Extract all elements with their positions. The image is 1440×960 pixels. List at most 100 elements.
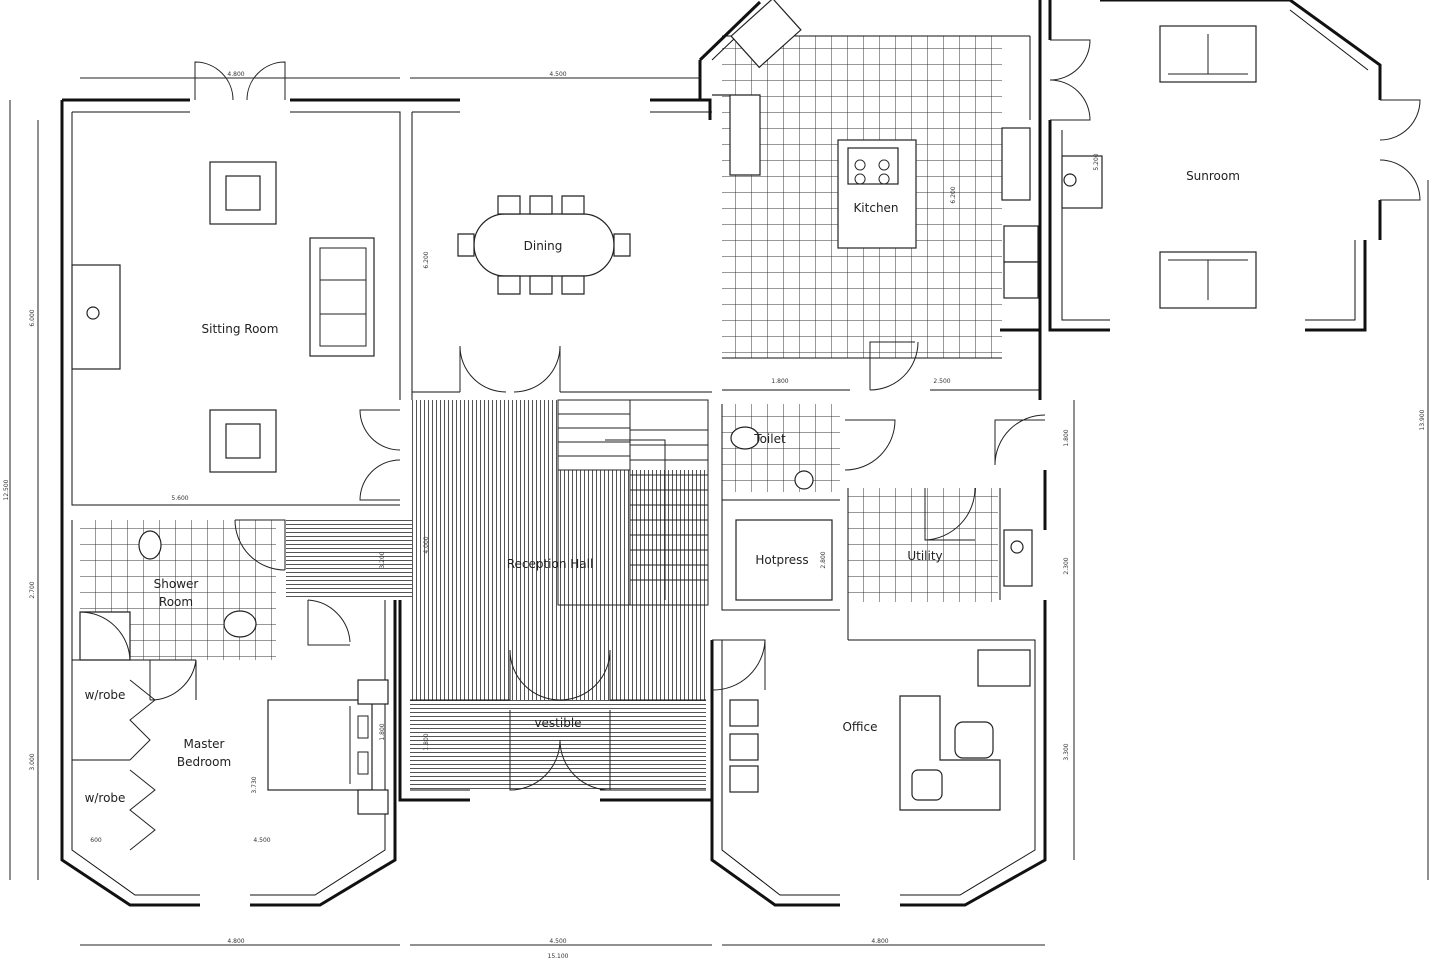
- door-vestible-inner: [509, 649, 611, 701]
- label-kitchen: Kitchen: [853, 201, 898, 215]
- dim-label-bottom-mid: 4.500: [549, 938, 566, 945]
- walls: [60, 0, 1382, 907]
- bedside-table-1: [357, 679, 389, 705]
- dim-label-bed-len: 1.800: [379, 723, 386, 740]
- door-vestible-front: [509, 710, 611, 791]
- office-chair: [954, 721, 994, 759]
- utility-sink-drain: [1010, 540, 1024, 554]
- label-shower: Shower: [154, 577, 199, 591]
- dim-label-overall-right: 13.900: [1419, 409, 1426, 430]
- door-shower: [234, 519, 286, 571]
- dim-label-toilet-h: 1.800: [1063, 429, 1070, 446]
- label-hotpress: Hotpress: [755, 553, 808, 567]
- label-sitting-room: Sitting Room: [202, 322, 279, 336]
- vestible-boards: [410, 700, 706, 792]
- wall-sitting-room-inner: [71, 111, 401, 506]
- dim-label-kitchen-height: 6.200: [950, 186, 957, 203]
- wall-dining: [400, 98, 712, 120]
- label-office: Office: [842, 720, 877, 734]
- door-dining-hall: [459, 345, 561, 393]
- office-seat-3: [729, 765, 759, 793]
- dimension-lines: [9, 77, 1429, 946]
- sofa: [309, 237, 375, 357]
- dim-label-top-dining: 4.500: [549, 71, 566, 78]
- door-rear: [994, 414, 1046, 466]
- sunroom-sofa-top-split: [1168, 34, 1248, 75]
- kitchen-appliance-2: [1003, 261, 1039, 299]
- dim-label-bottom-total: 15.100: [548, 953, 569, 960]
- door-wrobe-2: [129, 769, 156, 851]
- fireplace-grate: [86, 306, 100, 320]
- door-bedroom: [307, 599, 351, 646]
- double-bed: [267, 699, 373, 791]
- stairs-outline: [557, 399, 709, 606]
- hotpress-cupboard: [735, 519, 833, 601]
- door-sunroom: [1379, 99, 1421, 201]
- stairs-treads: [558, 400, 708, 605]
- armchair-top-seat: [225, 175, 261, 211]
- kitchen-counter-left: [712, 94, 761, 176]
- dim-label-hotpress-h: 2.800: [820, 551, 827, 568]
- dim-label-sitting-inner: 5.600: [171, 495, 188, 502]
- dim-right: [1073, 180, 1429, 880]
- armchair-bottom-seat: [225, 423, 261, 459]
- utility-sink: [1003, 529, 1033, 587]
- dim-label-bottom-left: 4.800: [227, 938, 244, 945]
- dim-label-shower-h: 2.700: [29, 581, 36, 598]
- corridor-boards: [286, 520, 412, 600]
- wall-left-wing-inner: [71, 520, 386, 896]
- label-wrobe-2: w/robe: [85, 791, 126, 805]
- label-utility: Utility: [907, 549, 942, 563]
- sunroom-sofa-bottom-split: [1168, 259, 1248, 300]
- furniture: [71, 0, 1257, 815]
- label-shower-room: Room: [159, 595, 193, 609]
- utility-tiles: [848, 488, 998, 602]
- dim-left: [9, 100, 39, 880]
- dim-label-sunroom-height: 5.200: [1093, 153, 1100, 170]
- wall-right-wing-inner: [721, 404, 1036, 896]
- label-toilet: Toilet: [753, 432, 786, 446]
- dim-label-bottom-right: 4.800: [871, 938, 888, 945]
- dim-label-dining-height: 6.200: [423, 251, 430, 268]
- wall-right-wing: [710, 330, 1047, 907]
- office-seat-2: [729, 733, 759, 761]
- door-sitting-hall: [359, 409, 401, 501]
- door-kitchen-hall: [869, 341, 919, 391]
- dim-label-bed-h: 3.730: [251, 776, 258, 793]
- dim-label-vest-h: 1.800: [423, 733, 430, 750]
- dim-label-utility-h: 2.300: [1063, 557, 1070, 574]
- wall-sitting-room: [60, 98, 400, 520]
- room-labels: Sitting Room Dining Kitchen Sunroom Toil…: [85, 169, 1240, 805]
- dim-label-robe-w: 600: [90, 837, 102, 844]
- door-master-shower: [149, 659, 197, 701]
- dimension-labels: 4.800 4.500 5.600 6.000 6.200 6.200 5.20…: [3, 71, 1426, 960]
- label-vestible: vestible: [534, 716, 581, 730]
- label-bedroom: Bedroom: [177, 755, 231, 769]
- dim-label-master-h: 3.000: [29, 753, 36, 770]
- kitchen-counter-right: [1001, 127, 1031, 201]
- kitchen-sink: [730, 0, 802, 69]
- doors: [129, 39, 1421, 851]
- staircase: [557, 399, 709, 606]
- toilet-basin: [794, 470, 814, 490]
- wall-sunroom: [1048, 0, 1382, 332]
- bed-pillows: [349, 706, 369, 784]
- wall-kitchen: [698, 0, 1042, 332]
- toilet-bowl: [730, 426, 760, 450]
- label-wrobe-1: w/robe: [85, 688, 126, 702]
- shower-screen: [79, 611, 131, 661]
- dim-label-master-w: 4.500: [253, 837, 270, 844]
- office-seat-1: [729, 699, 759, 727]
- dim-label-top-sitting: 4.800: [227, 71, 244, 78]
- dim-label-toilet-w: 1.800: [771, 378, 788, 385]
- door-wrobe-1: [129, 679, 156, 761]
- label-master: Master: [184, 737, 225, 751]
- wall-dining-inner: [411, 111, 712, 400]
- kitchen-appliance-1: [1003, 225, 1039, 263]
- dim-label-sitting-height: 6.000: [29, 309, 36, 326]
- door-office: [711, 639, 766, 691]
- dining-chairs: [457, 195, 631, 295]
- shower-toilet: [138, 530, 162, 560]
- dim-label-overall-left: 12.500: [3, 479, 10, 500]
